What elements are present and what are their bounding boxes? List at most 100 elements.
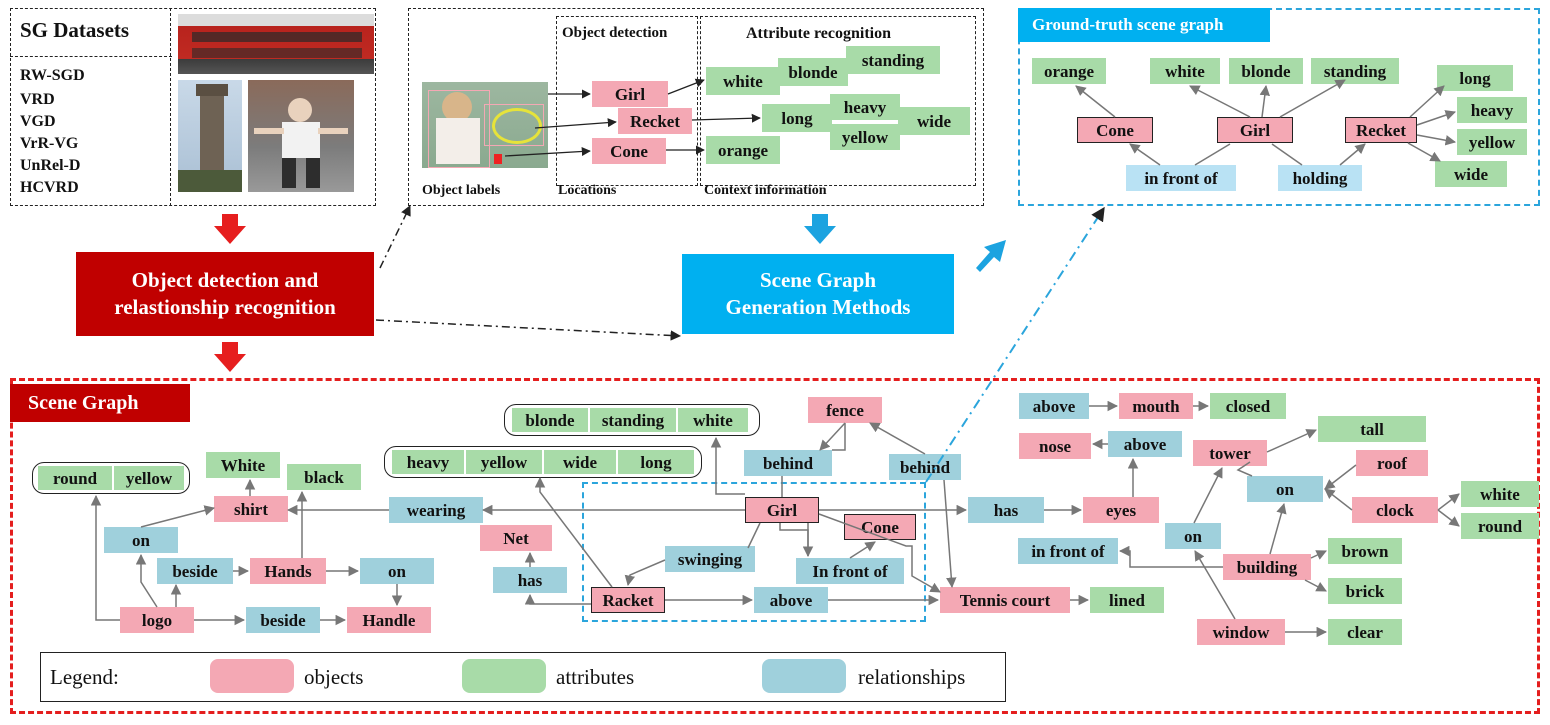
sg-object-nose: nose	[1019, 433, 1091, 459]
sg-attr-blonde: blonde	[512, 408, 588, 432]
attr-long: long	[762, 104, 832, 132]
sg-attr-black: black	[287, 464, 361, 490]
dataset-item: VrR-VG	[20, 135, 79, 152]
legend-swatch-objects	[210, 659, 294, 693]
flow-arrow-blue-diag	[976, 240, 1006, 272]
sg-object-logo: logo	[120, 607, 194, 633]
legend-swatch-attributes	[462, 659, 546, 693]
sg-rel-has-eyes: has	[968, 497, 1044, 523]
sg-object-mouth: mouth	[1119, 393, 1193, 419]
legend-label-relationships: relationships	[858, 665, 966, 689]
sg-attr-brown: brown	[1328, 538, 1402, 564]
sg-rel-wearing: wearing	[389, 497, 483, 523]
datasets-title: SG Datasets	[20, 18, 130, 42]
sg-attr-lined: lined	[1090, 587, 1164, 613]
gt-object-recket: Recket	[1345, 117, 1417, 143]
skater-photo	[248, 80, 354, 192]
datasets-vdivider	[170, 8, 171, 206]
sg-rel-above-racket: above	[754, 587, 828, 613]
flow-arrow-red-1	[214, 214, 246, 244]
sg-object-clock: clock	[1352, 497, 1438, 523]
gt-attr-standing: standing	[1311, 58, 1399, 84]
tower-photo	[178, 80, 242, 192]
sg-rel-beside-handle: beside	[246, 607, 320, 633]
sg-object-handle: Handle	[347, 607, 431, 633]
datasets-divider	[10, 56, 172, 57]
attr-blonde: blonde	[778, 58, 848, 86]
gt-attr-heavy: heavy	[1457, 97, 1527, 123]
detected-object-recket: Recket	[618, 108, 692, 134]
gt-relation-in-front-of: in front of	[1126, 165, 1236, 191]
dataset-item: VGD	[20, 113, 56, 130]
sg-rel-on-window: on	[1165, 523, 1221, 549]
ground-truth-title: Ground-truth scene graph	[1018, 8, 1270, 42]
locations-caption: Locations	[558, 183, 617, 198]
sg-object-eyes: eyes	[1083, 497, 1159, 523]
sg-object-hands: Hands	[250, 558, 326, 584]
ground-truth-panel	[1018, 8, 1540, 206]
sg-object-building: building	[1223, 554, 1311, 580]
dataset-item: RW-SGD	[20, 67, 85, 84]
gt-attr-long: long	[1437, 65, 1513, 91]
gt-relation-holding: holding	[1278, 165, 1362, 191]
dashdot-arrow-to-detection	[379, 205, 411, 269]
sg-rel-above-eyes: above	[1108, 431, 1182, 457]
object-detection-subpanel	[556, 16, 698, 186]
object-detection-title: Object detection	[562, 25, 668, 41]
sg-rel-on-logo: on	[104, 527, 178, 553]
attr-standing: standing	[846, 46, 940, 74]
attr-heavy: heavy	[830, 94, 900, 120]
sg-rel-in-front-of-court: In front of	[796, 558, 904, 584]
dashdot-arrow-to-methods	[375, 319, 682, 341]
attr-orange: orange	[706, 136, 780, 164]
scene-graph-panel	[10, 378, 1540, 714]
sg-attr-wide: wide	[544, 450, 616, 474]
sg-attr-closed: closed	[1210, 393, 1286, 419]
gt-attr-white: white	[1150, 58, 1220, 84]
sg-attr-tall: tall	[1318, 416, 1426, 442]
sg-object-tower: tower	[1193, 440, 1267, 466]
sg-attr-clear: clear	[1328, 619, 1402, 645]
sg-rel-beside-hands: beside	[157, 558, 233, 584]
gt-object-cone: Cone	[1077, 117, 1153, 143]
attribute-recognition-title: Attribute recognition	[746, 25, 892, 42]
object-labels-caption: Object labels	[422, 183, 501, 198]
sg-attr-white: white	[678, 408, 748, 432]
gt-attr-wide: wide	[1435, 161, 1507, 187]
sg-attr-yellow-logo: yellow	[114, 466, 184, 490]
bus-photo	[178, 14, 374, 74]
legend-label-attributes: attributes	[556, 665, 635, 689]
flow-arrow-red-2	[214, 342, 246, 372]
attr-yellow: yellow	[830, 124, 900, 150]
datasets-panel	[10, 8, 376, 206]
sg-rel-on-clock: on	[1247, 476, 1323, 502]
sg-attr-round: round	[38, 466, 112, 490]
attribute-recognition-subpanel	[700, 16, 976, 186]
object-detection-banner: Object detection and relastionship recog…	[76, 252, 374, 336]
sg-attr-white-clock: white	[1461, 481, 1539, 507]
sg-object-window: window	[1197, 619, 1285, 645]
sg-attr-brick: brick	[1328, 578, 1402, 604]
sg-rel-has-net: has	[493, 567, 567, 593]
sg-rel-swinging: swinging	[665, 546, 755, 572]
gt-attr-yellow: yellow	[1457, 129, 1527, 155]
detected-object-girl: Girl	[592, 81, 668, 107]
legend-box	[40, 652, 1006, 702]
dataset-item: HCVRD	[20, 179, 79, 196]
scene-graph-title: Scene Graph	[10, 384, 190, 422]
sg-object-girl: Girl	[745, 497, 819, 523]
dataset-item: VRD	[20, 91, 55, 108]
sg-object-fence: fence	[808, 397, 882, 423]
sg-rel-on-handle: on	[360, 558, 434, 584]
logo-attribute-group	[32, 462, 190, 494]
sg-object-net: Net	[480, 525, 552, 551]
sg-rel-behind-fence: behind	[889, 454, 961, 480]
attr-wide: wide	[898, 107, 970, 135]
sg-rel-in-front-of-building: in front of	[1018, 538, 1118, 564]
sg-attr-long: long	[618, 450, 694, 474]
sg-attr-yellow: yellow	[466, 450, 542, 474]
gt-attr-orange: orange	[1032, 58, 1106, 84]
sg-attr-round-clock: round	[1461, 513, 1539, 539]
sg-object-tennis-court: Tennis court	[940, 587, 1070, 613]
